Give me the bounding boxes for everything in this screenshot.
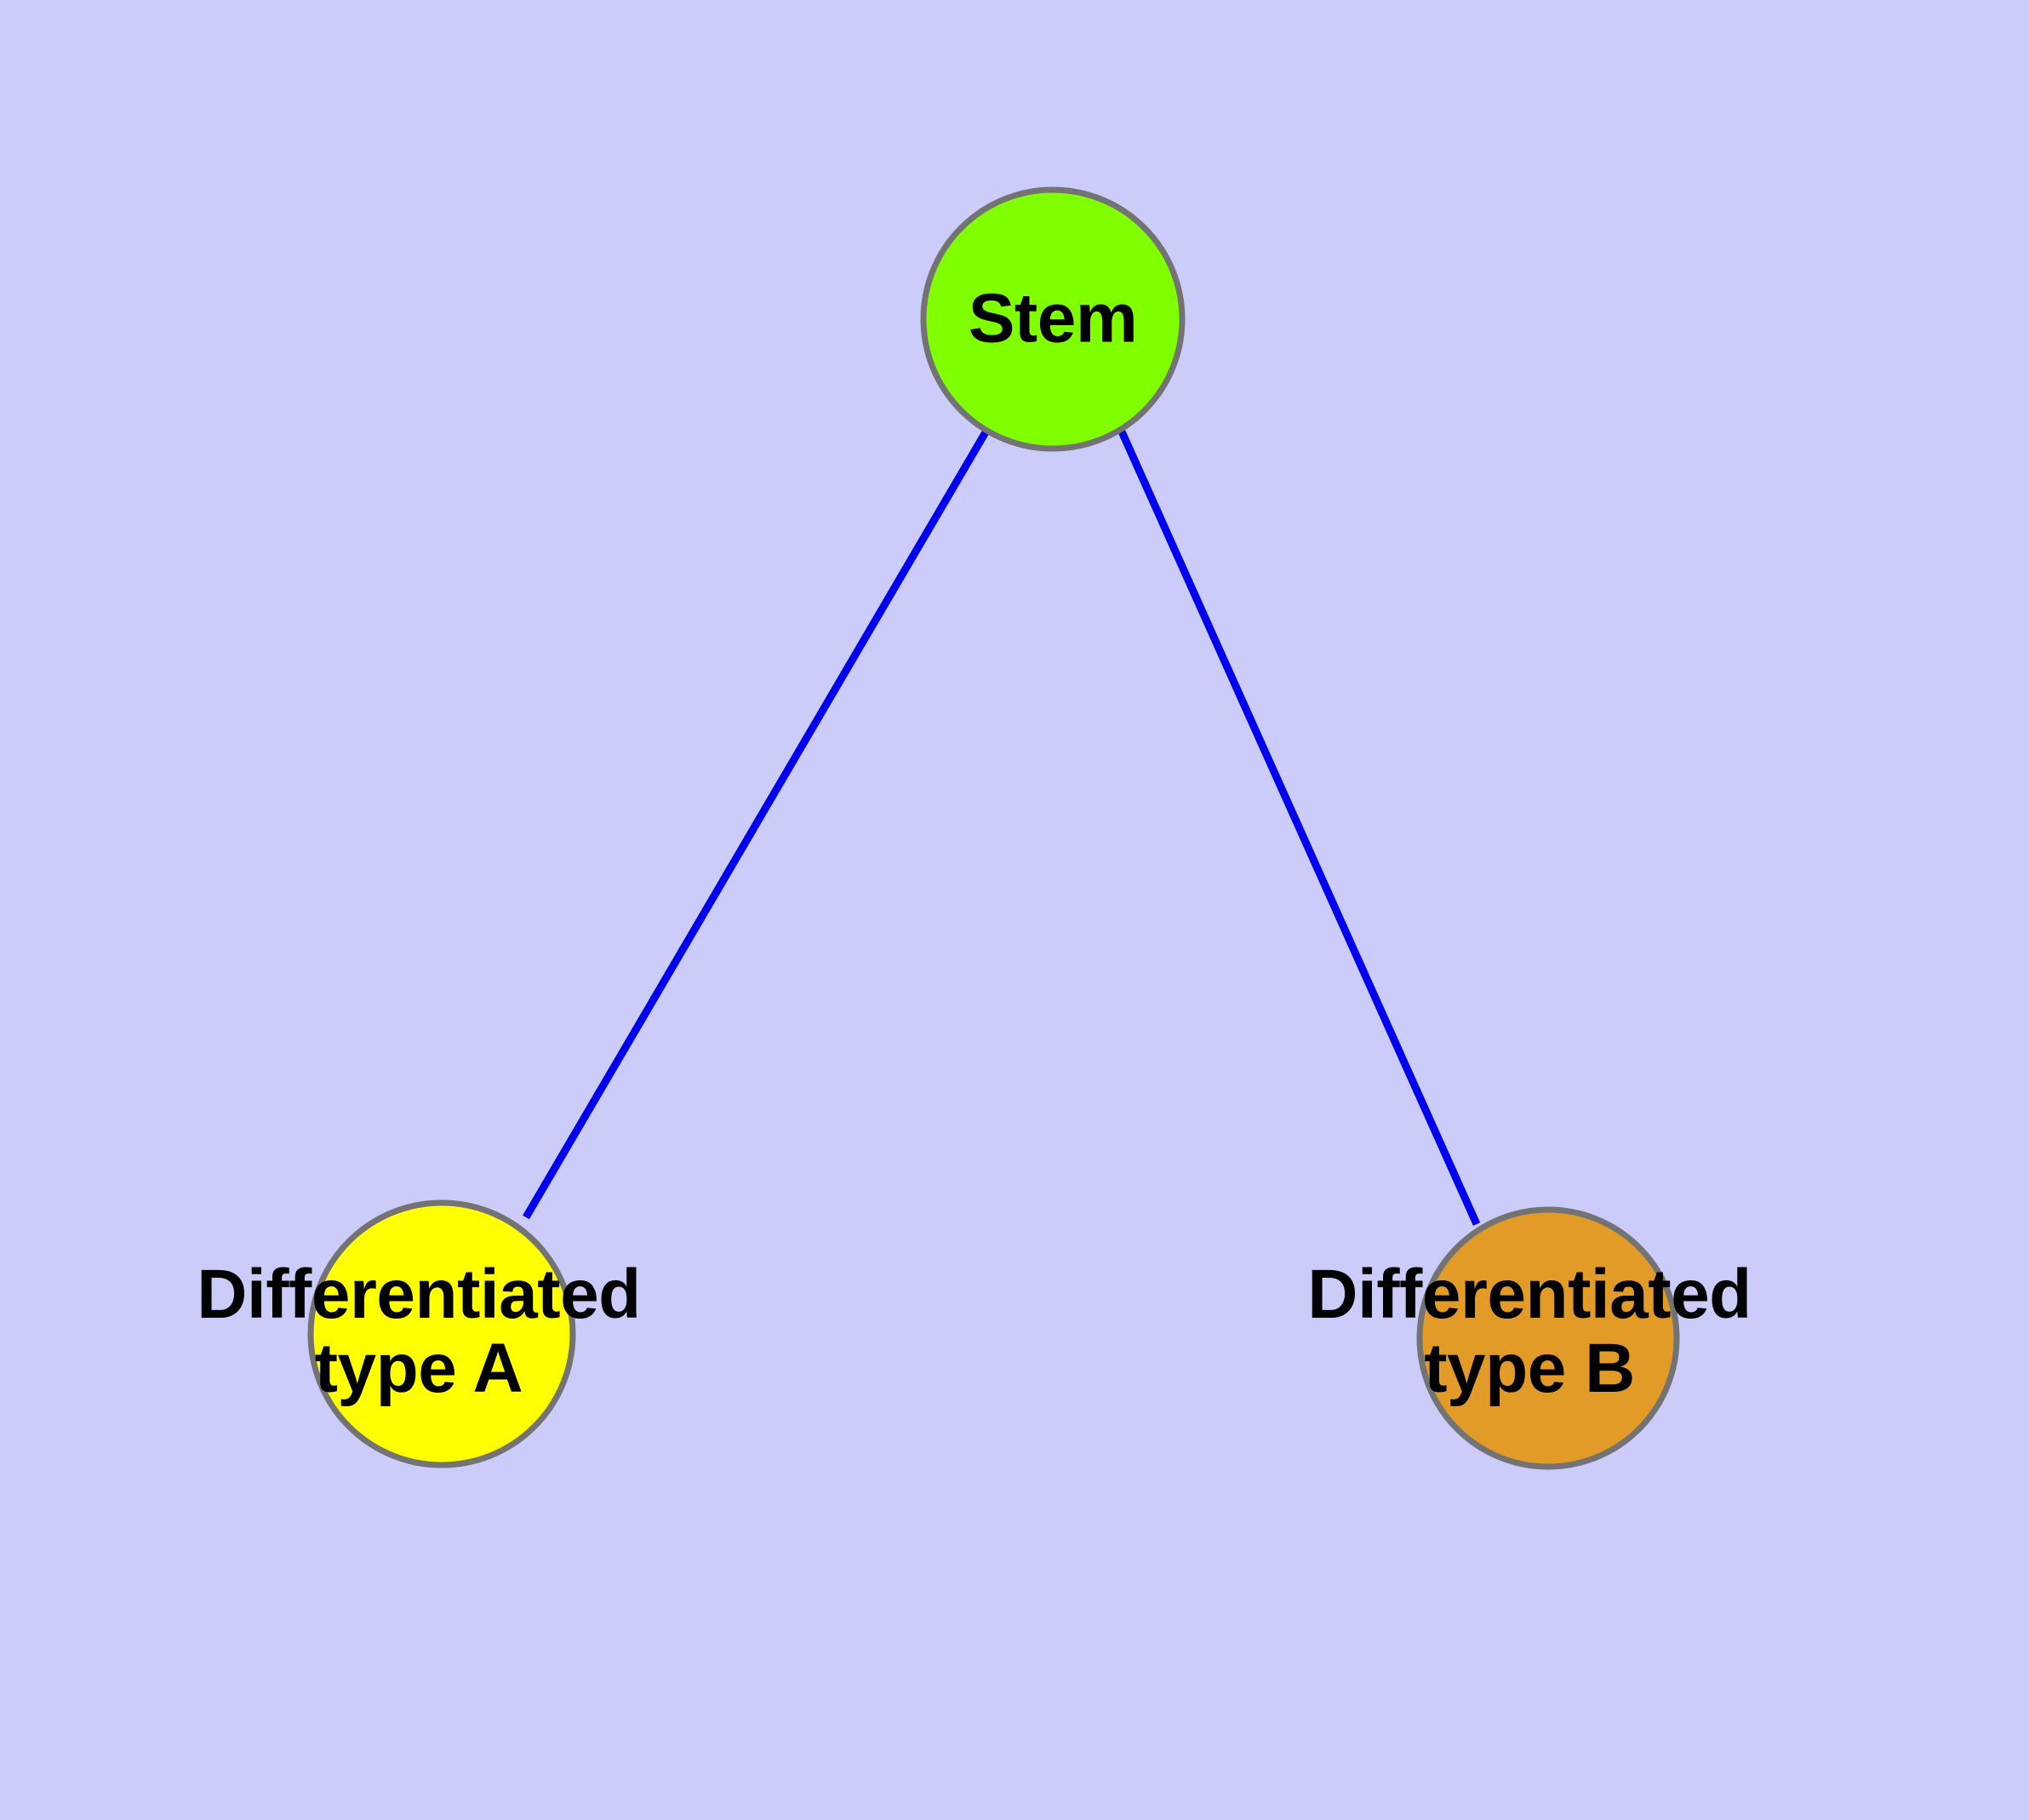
node-circle-diff-b[interactable] <box>1416 1206 1680 1470</box>
edge-stem-to-diff-b[interactable] <box>1117 430 1481 1226</box>
node-circle-stem[interactable] <box>920 186 1186 452</box>
edge-stem-to-diff-a[interactable] <box>523 428 990 1220</box>
node-layer <box>307 186 1680 1470</box>
edge-layer <box>523 428 1481 1226</box>
node-circle-diff-a[interactable] <box>307 1199 576 1468</box>
